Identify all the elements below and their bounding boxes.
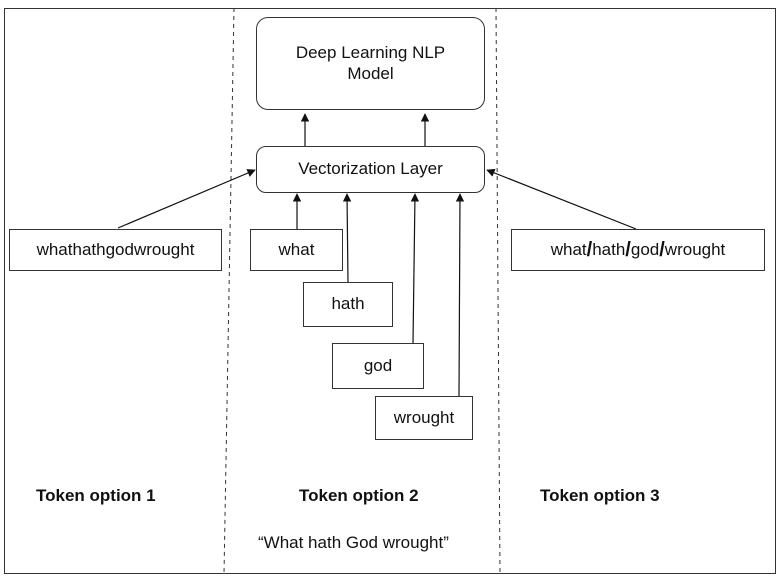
option3-caption: Token option 3 <box>540 486 660 505</box>
model-box-line2: Model <box>347 63 394 83</box>
diagram-frame <box>4 8 776 574</box>
option1-token: whathathgodwrought <box>36 239 195 259</box>
option2-token-god: god <box>332 343 424 389</box>
model-box: Deep Learning NLP Model <box>256 17 485 110</box>
option1-caption: Token option 1 <box>36 486 156 505</box>
option2-token-wrought-label: wrought <box>393 407 455 427</box>
option2-caption: Token option 2 <box>299 486 419 505</box>
option3-token-what: what <box>550 239 587 259</box>
option2-token-hath-label: hath <box>331 294 365 314</box>
option3-token-hath: hath <box>592 239 626 259</box>
option2-token-what: what <box>250 229 343 271</box>
option2-token-wrought: wrought <box>375 396 473 440</box>
model-box-line1: Deep Learning NLP <box>295 43 446 63</box>
option3-token-wrought: wrought <box>664 239 726 259</box>
vectorization-layer-box: Vectorization Layer <box>256 146 485 193</box>
option3-token-box: what/hath/god/wrought <box>511 229 765 271</box>
option3-separator-1: / <box>586 239 593 261</box>
option1-token-box: whathathgodwrought <box>9 229 222 271</box>
option2-token-hath: hath <box>303 282 393 327</box>
option2-sentence: “What hath God wrought” <box>258 533 449 552</box>
option3-token-god: god <box>630 239 660 259</box>
option2-token-what-label: what <box>278 239 315 259</box>
option3-separator-2: / <box>625 239 631 261</box>
option3-separator-3: / <box>659 239 665 261</box>
option2-token-god-label: god <box>363 355 393 375</box>
vectorization-layer-label: Vectorization Layer <box>298 159 443 179</box>
